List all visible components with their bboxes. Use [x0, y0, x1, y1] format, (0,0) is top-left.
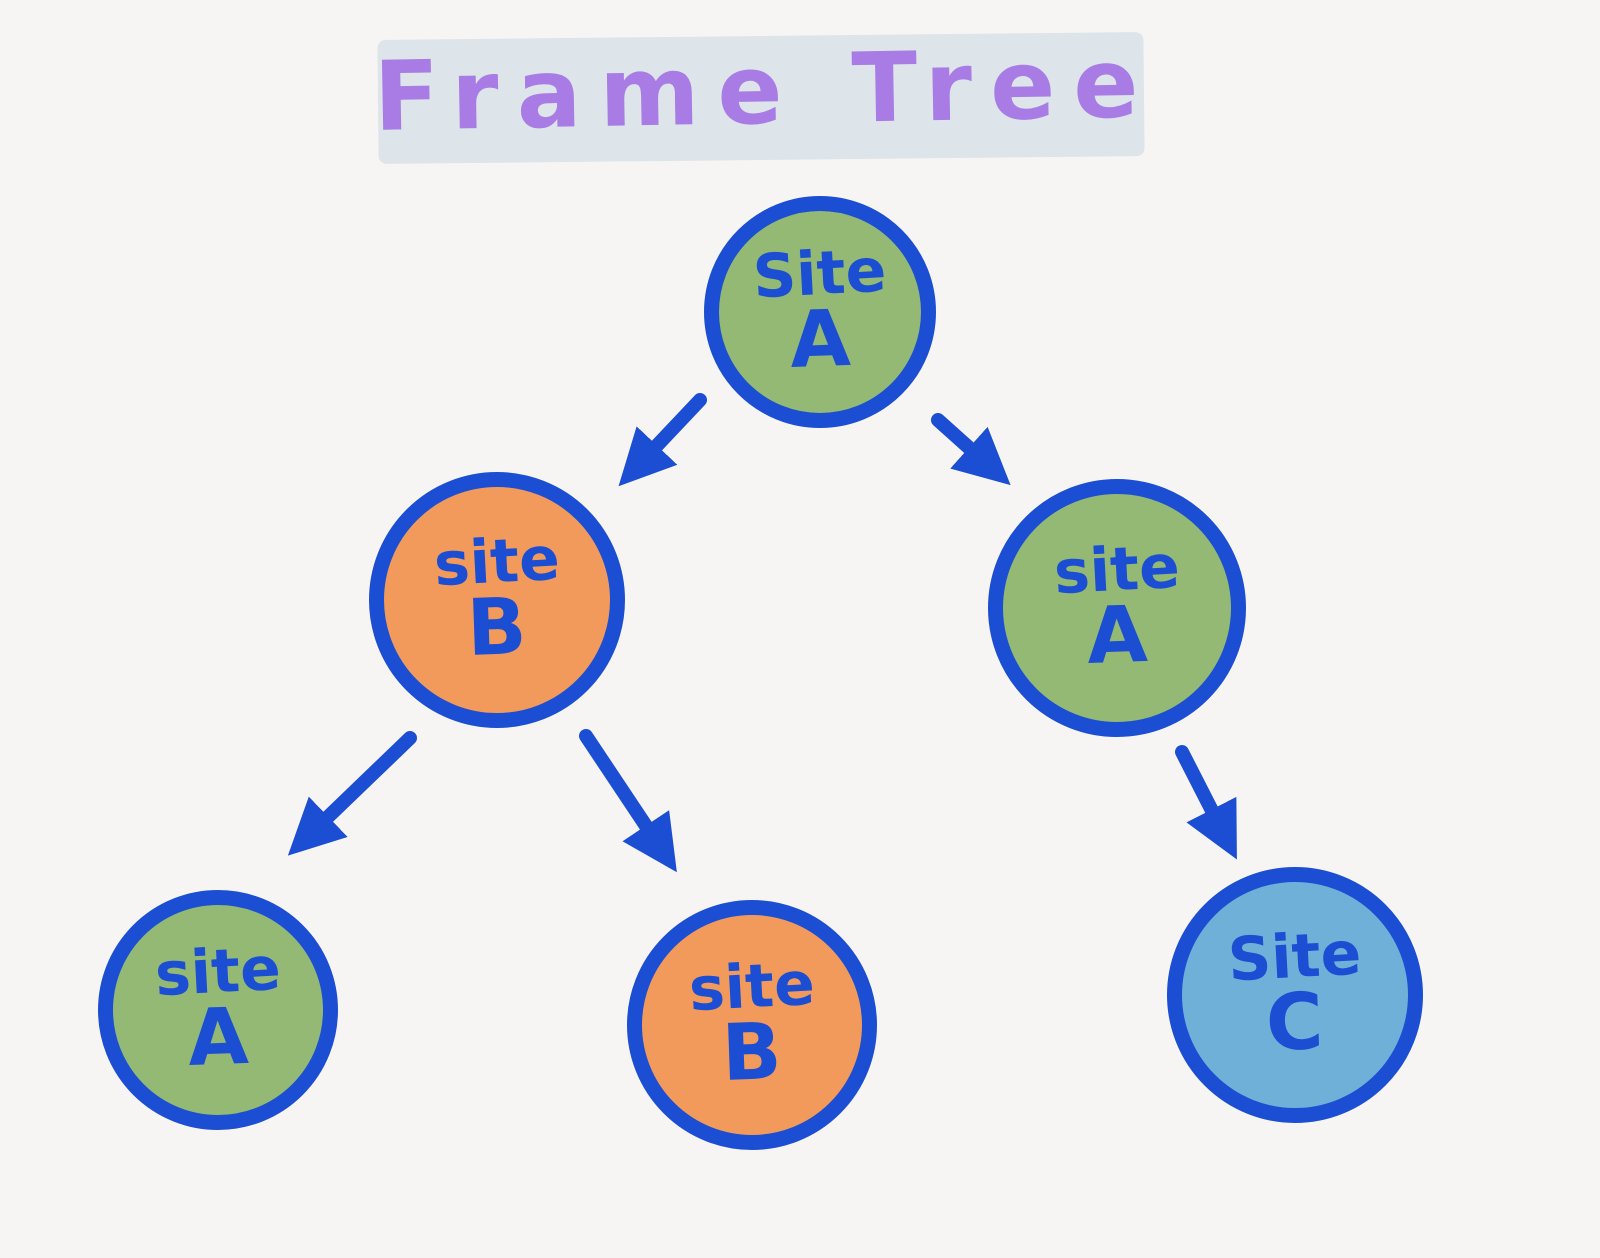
node-letter: A	[186, 992, 250, 1085]
edge-root-to-siteA	[931, 413, 1011, 486]
node-site-c-level3: Site C	[1167, 867, 1423, 1123]
node-site-b-level2: site B	[369, 472, 625, 728]
edge-root-to-siteB	[618, 393, 707, 487]
node-letter: A	[788, 294, 852, 387]
edge-siteB-to-siteA	[287, 731, 417, 856]
node-site-a-level3: site A	[98, 890, 338, 1130]
node-letter: B	[720, 1007, 784, 1100]
node-letter: A	[1085, 590, 1149, 683]
node-site-a-root: Site A	[704, 196, 936, 428]
edge-siteA-to-siteC	[1175, 745, 1237, 860]
node-site-b-level3: site B	[627, 900, 877, 1150]
node-letter: B	[465, 582, 529, 675]
edge-siteB-to-siteB	[579, 729, 677, 873]
node-site-a-level2: site A	[988, 479, 1246, 737]
diagram-title: Frame Tree	[372, 27, 1158, 153]
node-letter: C	[1264, 977, 1326, 1070]
